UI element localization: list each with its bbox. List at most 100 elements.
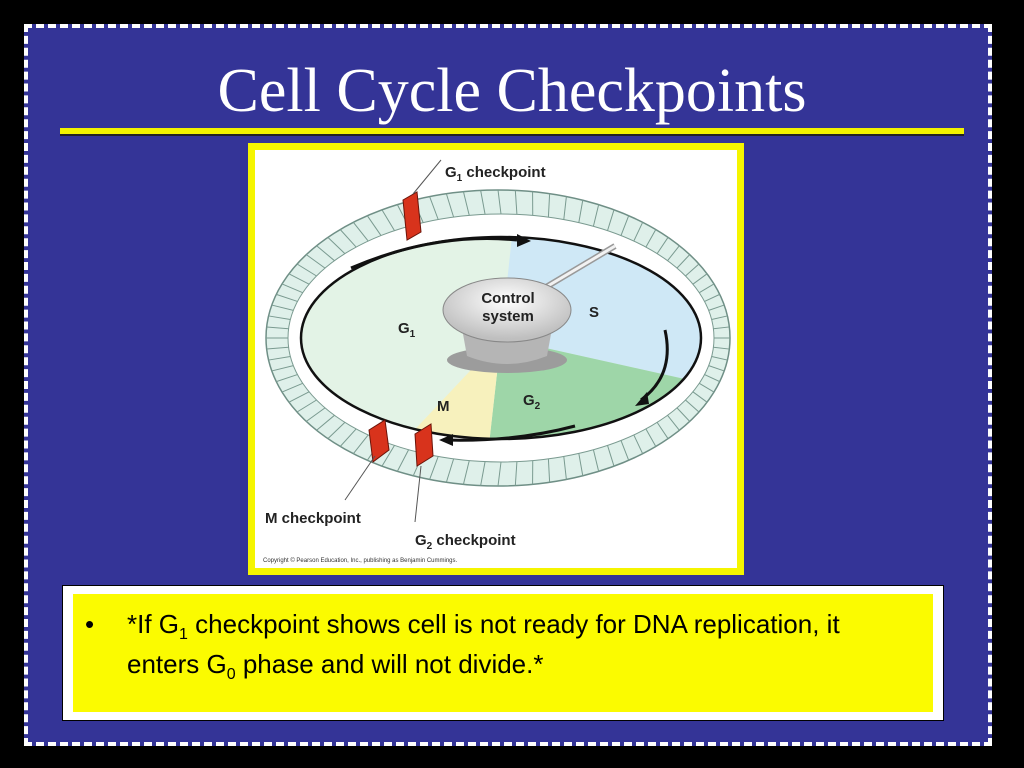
- ring-segment-tick: [339, 428, 357, 447]
- ring-segment-tick: [266, 326, 289, 330]
- ring-segment-tick: [268, 315, 291, 321]
- ring-segment-tick: [497, 461, 502, 487]
- ring-segment-tick: [592, 204, 600, 227]
- ring-segment-tick: [268, 355, 291, 361]
- ring-segment-tick: [480, 461, 486, 486]
- note-box: • *If G1 checkpoint shows cell is not re…: [62, 585, 944, 721]
- ring-segment-tick: [276, 374, 298, 383]
- m-checkpoint-gate: [368, 419, 434, 467]
- g2-checkpoint-label: G2 checkpoint: [415, 532, 516, 552]
- ring-segment-tick: [547, 458, 551, 483]
- ring-segment-tick: [676, 254, 691, 269]
- ring-segment-tick: [633, 222, 644, 242]
- ring-segment-tick: [607, 445, 615, 467]
- ring-segment-tick: [667, 415, 680, 431]
- ring-segment-tick: [381, 209, 395, 231]
- phase-s-label: S: [589, 304, 600, 321]
- ring-segment-tick: [607, 209, 615, 231]
- ring-segment-tick: [352, 434, 369, 455]
- copyright-notice: Copyright © Pearson Education, Inc., pub…: [263, 558, 458, 564]
- ring-segment-tick: [667, 245, 680, 261]
- ring-segment-tick: [578, 200, 584, 223]
- ring-segment-tick: [656, 237, 669, 254]
- ring-segment-tick: [578, 453, 584, 476]
- ring-segment-tick: [339, 229, 357, 248]
- ring-segments: [266, 189, 730, 487]
- ring-segment-tick: [685, 399, 700, 413]
- ring-segment-tick: [692, 273, 708, 285]
- cycle-arrow-top-head: [517, 234, 531, 247]
- phase-m-region: [405, 338, 501, 439]
- ring-segment-tick: [396, 449, 410, 472]
- phase-g2-label: G2: [523, 392, 541, 412]
- g2-leader-line: [414, 465, 422, 523]
- cycle-arrow-bottom: [444, 424, 576, 442]
- ring-segment-tick: [306, 254, 326, 269]
- g1-checkpoint-label: G1 checkpoint: [445, 164, 546, 184]
- ring-segment-tick: [271, 365, 294, 372]
- phase-g2-region: [485, 338, 701, 439]
- ring-segment-tick: [429, 196, 439, 220]
- ring-segment-tick: [547, 193, 551, 218]
- ring-segment-tick: [296, 399, 317, 413]
- ring-segment-tick: [445, 458, 455, 483]
- cycle-arrow-top: [350, 237, 518, 270]
- ring-segment-tick: [514, 190, 518, 215]
- ring-segment-tick: [713, 326, 730, 330]
- ring-segment-tick: [704, 293, 720, 302]
- ring-segment-tick: [445, 193, 455, 218]
- ring-segment-tick: [711, 355, 728, 361]
- ring-segment-tick: [480, 190, 486, 215]
- ring-segment-tick: [316, 414, 335, 431]
- ring-segment-tick: [381, 445, 395, 467]
- ring-segment-tick: [713, 346, 730, 350]
- g1-leader-line: [412, 159, 442, 195]
- ring-segment-tick: [620, 440, 630, 461]
- ring-segment-tick: [711, 315, 728, 321]
- ring-segment-tick: [685, 263, 700, 277]
- ring-segment-tick: [699, 283, 715, 294]
- ring-segment-tick: [316, 245, 335, 262]
- ring-segment-tick: [708, 365, 725, 372]
- ring-segment-tick: [462, 460, 470, 485]
- ring-segment-tick: [276, 293, 298, 302]
- ring-segment-tick: [699, 382, 715, 393]
- ring-segment-tick: [563, 456, 567, 480]
- ring-segment-tick: [288, 273, 310, 285]
- ring-segment-tick: [620, 215, 630, 236]
- ring-segment-tick: [497, 189, 502, 215]
- cycle-arrow-bottom-head: [439, 434, 453, 446]
- ring-segment-tick: [281, 283, 303, 294]
- phase-m-label: M: [437, 398, 450, 415]
- ring-segment-tick: [645, 229, 657, 248]
- ring-segment-tick: [676, 407, 691, 422]
- note-text: • *If G1 checkpoint shows cell is not re…: [85, 606, 917, 687]
- ring-segment-tick: [708, 304, 725, 311]
- title-underline: [60, 128, 964, 136]
- cycle-arrow-right-head: [635, 392, 649, 406]
- ring-segment-tick: [704, 374, 720, 383]
- ring-segment-tick: [514, 461, 518, 486]
- ring-segment-tick: [271, 304, 294, 311]
- ring-segment-tick: [306, 407, 326, 422]
- ring-segment-tick: [266, 346, 289, 350]
- ring-segment-tick: [296, 263, 317, 277]
- ring-segment-tick: [327, 236, 346, 255]
- m-leader-line: [344, 455, 376, 501]
- hub-top: [442, 277, 572, 343]
- m-checkpoint-label: M checkpoint: [265, 510, 361, 527]
- ring-segment-tick: [288, 391, 310, 403]
- ring-segment-tick: [281, 382, 303, 393]
- ring-segment-tick: [656, 422, 669, 439]
- ring-segment-tick: [563, 196, 567, 220]
- ring-segment-tick: [462, 191, 470, 216]
- note-highlight: • *If G1 checkpoint shows cell is not re…: [73, 594, 933, 712]
- ring-segment-tick: [352, 221, 369, 242]
- cell-cycle-illustration: [265, 159, 731, 523]
- phase-g1-label: G1: [398, 320, 416, 340]
- ring-segment-tick: [633, 434, 644, 454]
- g1-checkpoint-gate: [402, 191, 422, 241]
